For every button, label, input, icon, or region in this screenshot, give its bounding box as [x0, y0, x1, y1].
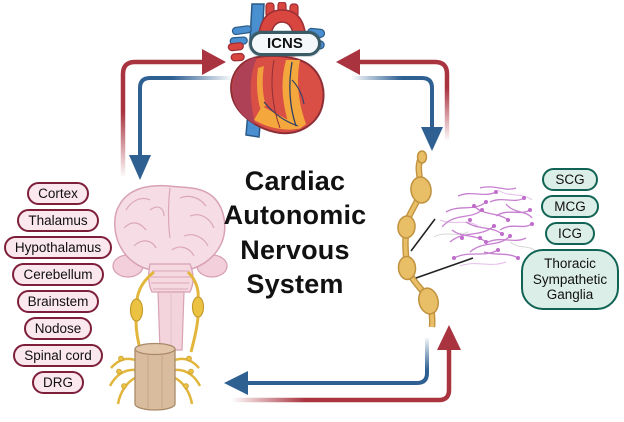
brain-region-labels: Cortex Thalamus Hypothalamus Cerebellum …	[0, 182, 116, 394]
neural-plexus-illustration	[433, 186, 537, 267]
heart-illustration	[227, 2, 326, 138]
arrow-spinal-cord-to-ganglia	[233, 325, 461, 403]
brain	[112, 184, 228, 278]
pill-brainstem: Brainstem	[16, 290, 100, 313]
sympathetic-chain-illustration	[397, 150, 537, 328]
brain-spinal-cord-illustration	[108, 184, 228, 411]
callout-lines	[410, 218, 474, 279]
arrow-ganglia-to-heart	[336, 49, 450, 140]
pill-drg: DRG	[32, 371, 84, 394]
spinal-nerve-ganglia	[116, 355, 194, 389]
pill-cortex: Cortex	[27, 182, 89, 205]
pill-thalamus: Thalamus	[17, 209, 99, 232]
arrow-ganglia-to-spinal-cord	[224, 338, 429, 395]
pill-hypothalamus: Hypothalamus	[3, 236, 113, 259]
chain-ganglia	[397, 150, 439, 315]
pill-mcg: MCG	[541, 195, 599, 218]
pill-spinal-cord: Spinal cord	[13, 344, 103, 367]
brainstem	[148, 263, 194, 351]
arrow-brain-to-heart	[120, 49, 226, 176]
diagram-title: Cardiac Autonomic Nervous System	[223, 166, 367, 299]
coronary-vessels	[263, 59, 305, 129]
nodose-ganglion-right	[191, 296, 205, 318]
heart-body	[230, 54, 325, 135]
vagus-nerves	[129, 270, 205, 353]
pill-cerebellum: Cerebellum	[12, 263, 104, 286]
icns-label: ICNS	[249, 31, 321, 56]
ganglia-labels: SCG MCG ICG Thoracic Sympathetic Ganglia	[520, 168, 620, 310]
neuron-somas	[452, 190, 534, 260]
arrow-heart-to-brain	[129, 76, 232, 180]
pill-nodose: Nodose	[23, 317, 93, 340]
spinal-cord-segment	[134, 342, 176, 411]
pill-icg: ICG	[544, 222, 595, 245]
pill-scg: SCG	[542, 168, 598, 191]
nodose-ganglion-left	[129, 298, 144, 322]
arrow-heart-to-ganglia	[352, 76, 443, 151]
pill-thoracic-sympathetic-ganglia: Thoracic Sympathetic Ganglia	[521, 249, 619, 310]
